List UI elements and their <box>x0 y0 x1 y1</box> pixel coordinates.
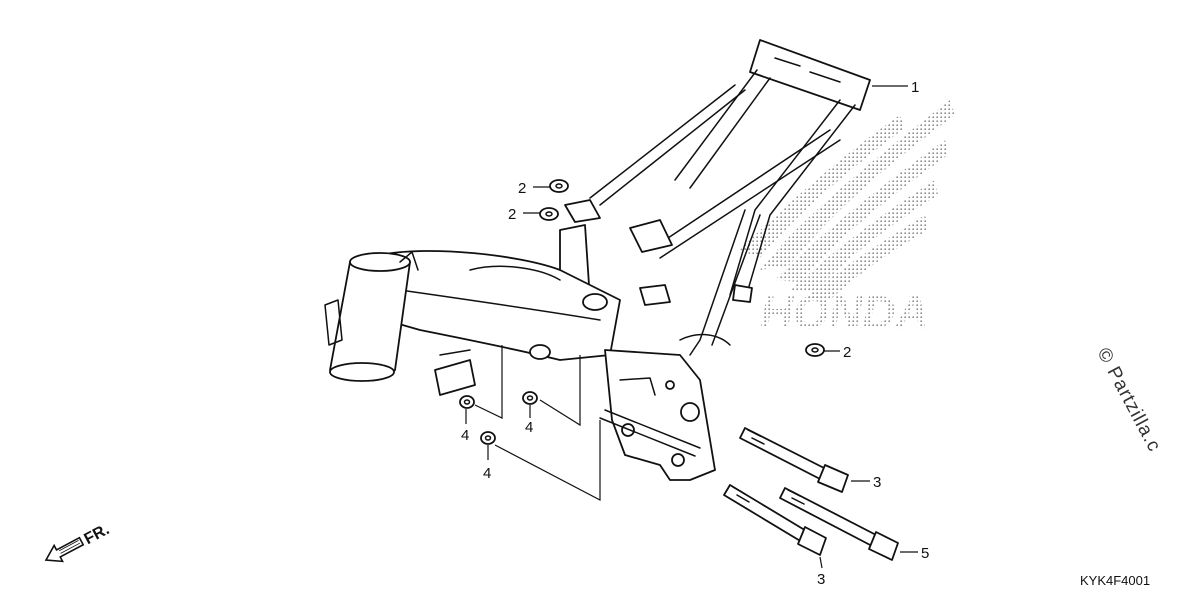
nut-4b <box>522 391 538 405</box>
callout-2b: 2 <box>508 206 516 223</box>
bolt-3-lower <box>723 484 827 556</box>
callout-4b: 4 <box>525 419 533 436</box>
callout-4a: 4 <box>461 427 469 444</box>
front-label: FR. <box>82 521 113 548</box>
long-bolt-through-plate <box>599 409 701 457</box>
callout-3b: 3 <box>817 571 825 588</box>
callout-4c: 4 <box>483 465 491 482</box>
front-direction-indicator: FR. <box>44 521 113 563</box>
callout-2c: 2 <box>843 344 851 361</box>
nut-2a <box>549 179 569 193</box>
callout-5: 5 <box>921 545 929 562</box>
nut-2c <box>805 343 825 357</box>
frame-body <box>324 39 871 481</box>
callout-1: 1 <box>911 79 919 96</box>
honda-wing-logo: HONDA <box>740 100 955 338</box>
nut-4a <box>459 395 475 409</box>
front-arrow-icon <box>44 536 85 563</box>
bolt-parts <box>599 409 899 561</box>
svg-text:HONDA: HONDA <box>760 286 929 338</box>
callout-3a: 3 <box>873 474 881 491</box>
leader-lines <box>465 85 918 569</box>
partzilla-watermark: © Partzilla.c <box>1093 344 1165 455</box>
nut-2b <box>539 207 559 221</box>
bolt-5 <box>779 487 899 561</box>
nut-parts <box>459 179 825 445</box>
callout-labels: 1 2 2 2 3 3 4 4 4 5 <box>461 79 929 588</box>
diagram-code: KYK4F4001 <box>1080 573 1150 588</box>
bolt-3-upper <box>739 427 849 493</box>
nut-4c <box>480 431 496 445</box>
callout-2a: 2 <box>518 180 526 197</box>
